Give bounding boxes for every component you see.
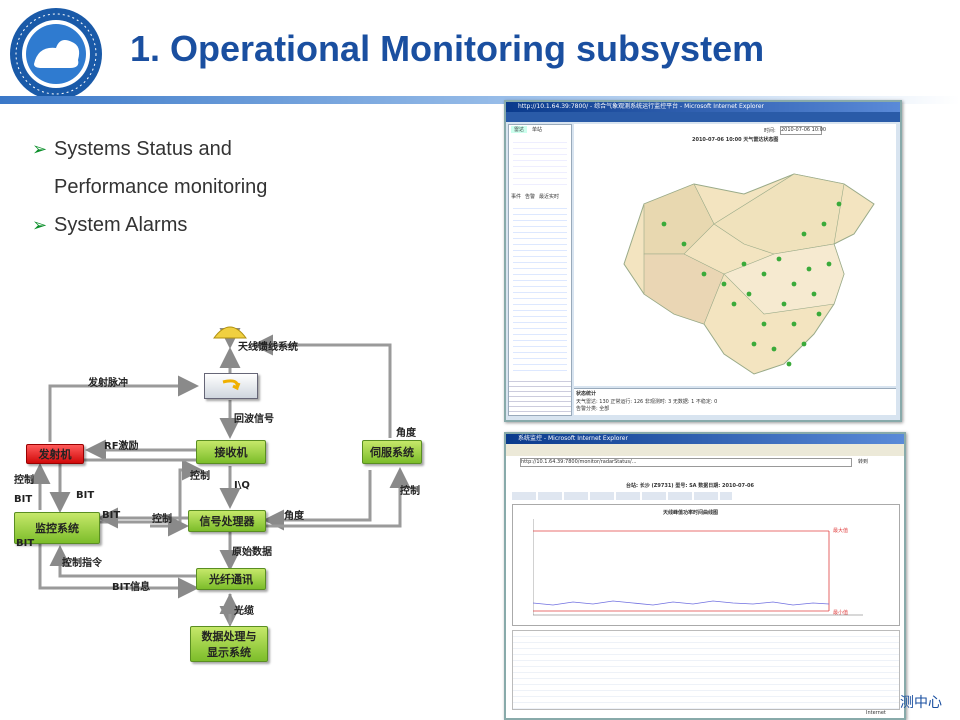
- bullet-alarms: ➢ System Alarms: [32, 214, 188, 236]
- label-pulse: 发射脉冲: [88, 378, 128, 389]
- servo-system-box: 伺服系统: [362, 440, 422, 464]
- panel-tab-alarms[interactable]: 告警: [525, 194, 536, 200]
- tab-single-station[interactable]: 单站: [532, 127, 543, 133]
- station-tree-top: [513, 137, 567, 189]
- lower-limit-label: 最小值: [833, 610, 849, 616]
- power-time-chart: [533, 519, 863, 616]
- panel-tab-events[interactable]: 事件: [511, 194, 522, 200]
- chart-frame: 天线峰值功率时间曲线图 最大值 最小值: [512, 504, 900, 626]
- tab-radar[interactable]: 雷达: [511, 126, 528, 133]
- map-panel: 时间: 2010-07-06 10:00 2010-07-06 10:00 天气…: [574, 124, 896, 386]
- map-title: 2010-07-06 10:00 天气雷达状态图: [692, 137, 779, 143]
- province-tree-list: [513, 203, 567, 373]
- bullet-status-cont: Performance monitoring: [54, 176, 268, 198]
- bullet-arrow-icon: ➢: [32, 139, 48, 159]
- readings-table: [512, 630, 900, 710]
- label-control-right: 控制: [400, 486, 420, 497]
- cma-logo-icon: [10, 8, 102, 100]
- upper-limit-label: 最大值: [833, 528, 849, 534]
- chart-monitor-screenshot: 系统监控 - Microsoft Internet Explorer http:…: [504, 432, 906, 720]
- transmitter-box: 发射机: [26, 444, 84, 464]
- label-rf-excite: RF激励: [104, 441, 139, 452]
- time-label: 时间:: [764, 128, 776, 134]
- station-header: 台站: 长沙 (Z9731) 型号: SA 数据日期: 2010-07-06: [626, 483, 755, 489]
- label-control-cmd: 控制指令: [62, 558, 102, 569]
- tr-switch-icon: [204, 373, 258, 399]
- chart-tabs-row[interactable]: [512, 492, 732, 500]
- map-monitor-screenshot: http://10.1.64.39:7800/ - 综合气象观测系统运行监控平台…: [504, 100, 902, 422]
- status-stats-line: 天气雷达: 130 正常运行: 126 非观测时: 3 无数据: 1 不稳定: …: [576, 399, 718, 405]
- label-echo: 回波信号: [234, 414, 274, 425]
- radar-flow-connectors: [29, 328, 411, 627]
- antenna-dish-icon: [213, 326, 247, 339]
- status-stats-title: 状态统计: [576, 391, 597, 397]
- china-status-map: [623, 173, 875, 375]
- signal-processor-box: 信号处理器: [188, 510, 266, 532]
- time-input[interactable]: 2010-07-06 10:00: [780, 126, 827, 135]
- label-control-1: 控制: [14, 475, 34, 486]
- status-stats-line2: 告警分类: 全部: [576, 406, 610, 412]
- browser-toolbar: [506, 444, 904, 456]
- chart-title: 天线峰值功率时间曲线图: [663, 510, 719, 516]
- label-cable: 光缆: [234, 606, 254, 617]
- fiber-comm-box: 光纤通讯: [196, 568, 266, 590]
- data-processing-box: 数据处理与 显示系统: [190, 626, 268, 662]
- label-bit-3: BIT: [102, 510, 121, 521]
- bullet-status: ➢ Systems Status and: [32, 138, 232, 160]
- footer-org-text: 测中心: [900, 695, 942, 711]
- label-bit-4: BIT: [16, 538, 35, 549]
- label-control-3: 控制: [152, 514, 172, 525]
- panel-tab-recent[interactable]: 最近实时: [539, 194, 560, 200]
- monitor-system-box: 监控系统: [14, 512, 100, 544]
- page-title: 1. Operational Monitoring subsystem: [130, 28, 765, 69]
- event-log-list: [509, 377, 571, 415]
- go-button[interactable]: 转到: [858, 459, 869, 465]
- chart-window-title: 系统监控 - Microsoft Internet Explorer: [506, 434, 904, 444]
- map-app-toolbar: [506, 112, 900, 122]
- bullet-arrow-icon: ➢: [32, 215, 48, 235]
- label-angle-mid: 角度: [284, 511, 304, 522]
- map-window-title: http://10.1.64.39:7800/ - 综合气象观测系统运行监控平台…: [506, 102, 900, 112]
- label-control-2: 控制: [190, 471, 210, 482]
- label-iq: I\Q: [234, 480, 250, 491]
- address-bar[interactable]: http://10.1.64.39:7800/monitor/radarStat…: [520, 458, 852, 467]
- receiver-box: 接收机: [196, 440, 266, 464]
- label-bit-info: BIT信息: [112, 582, 151, 593]
- status-stats-panel: 状态统计 天气雷达: 130 正常运行: 126 非观测时: 3 无数据: 1 …: [574, 388, 896, 415]
- browser-status-bar: Internet: [866, 710, 886, 716]
- antenna-system-label: 天线馈线系统: [238, 342, 298, 353]
- label-angle-top: 角度: [396, 428, 416, 439]
- header-divider: [0, 96, 960, 104]
- map-left-panel: 雷达 单站 事件 告警 最近实时: [508, 124, 572, 416]
- label-raw-data: 原始数据: [232, 547, 272, 558]
- label-bit-2: BIT: [76, 490, 95, 501]
- label-bit-1: BIT: [14, 494, 33, 505]
